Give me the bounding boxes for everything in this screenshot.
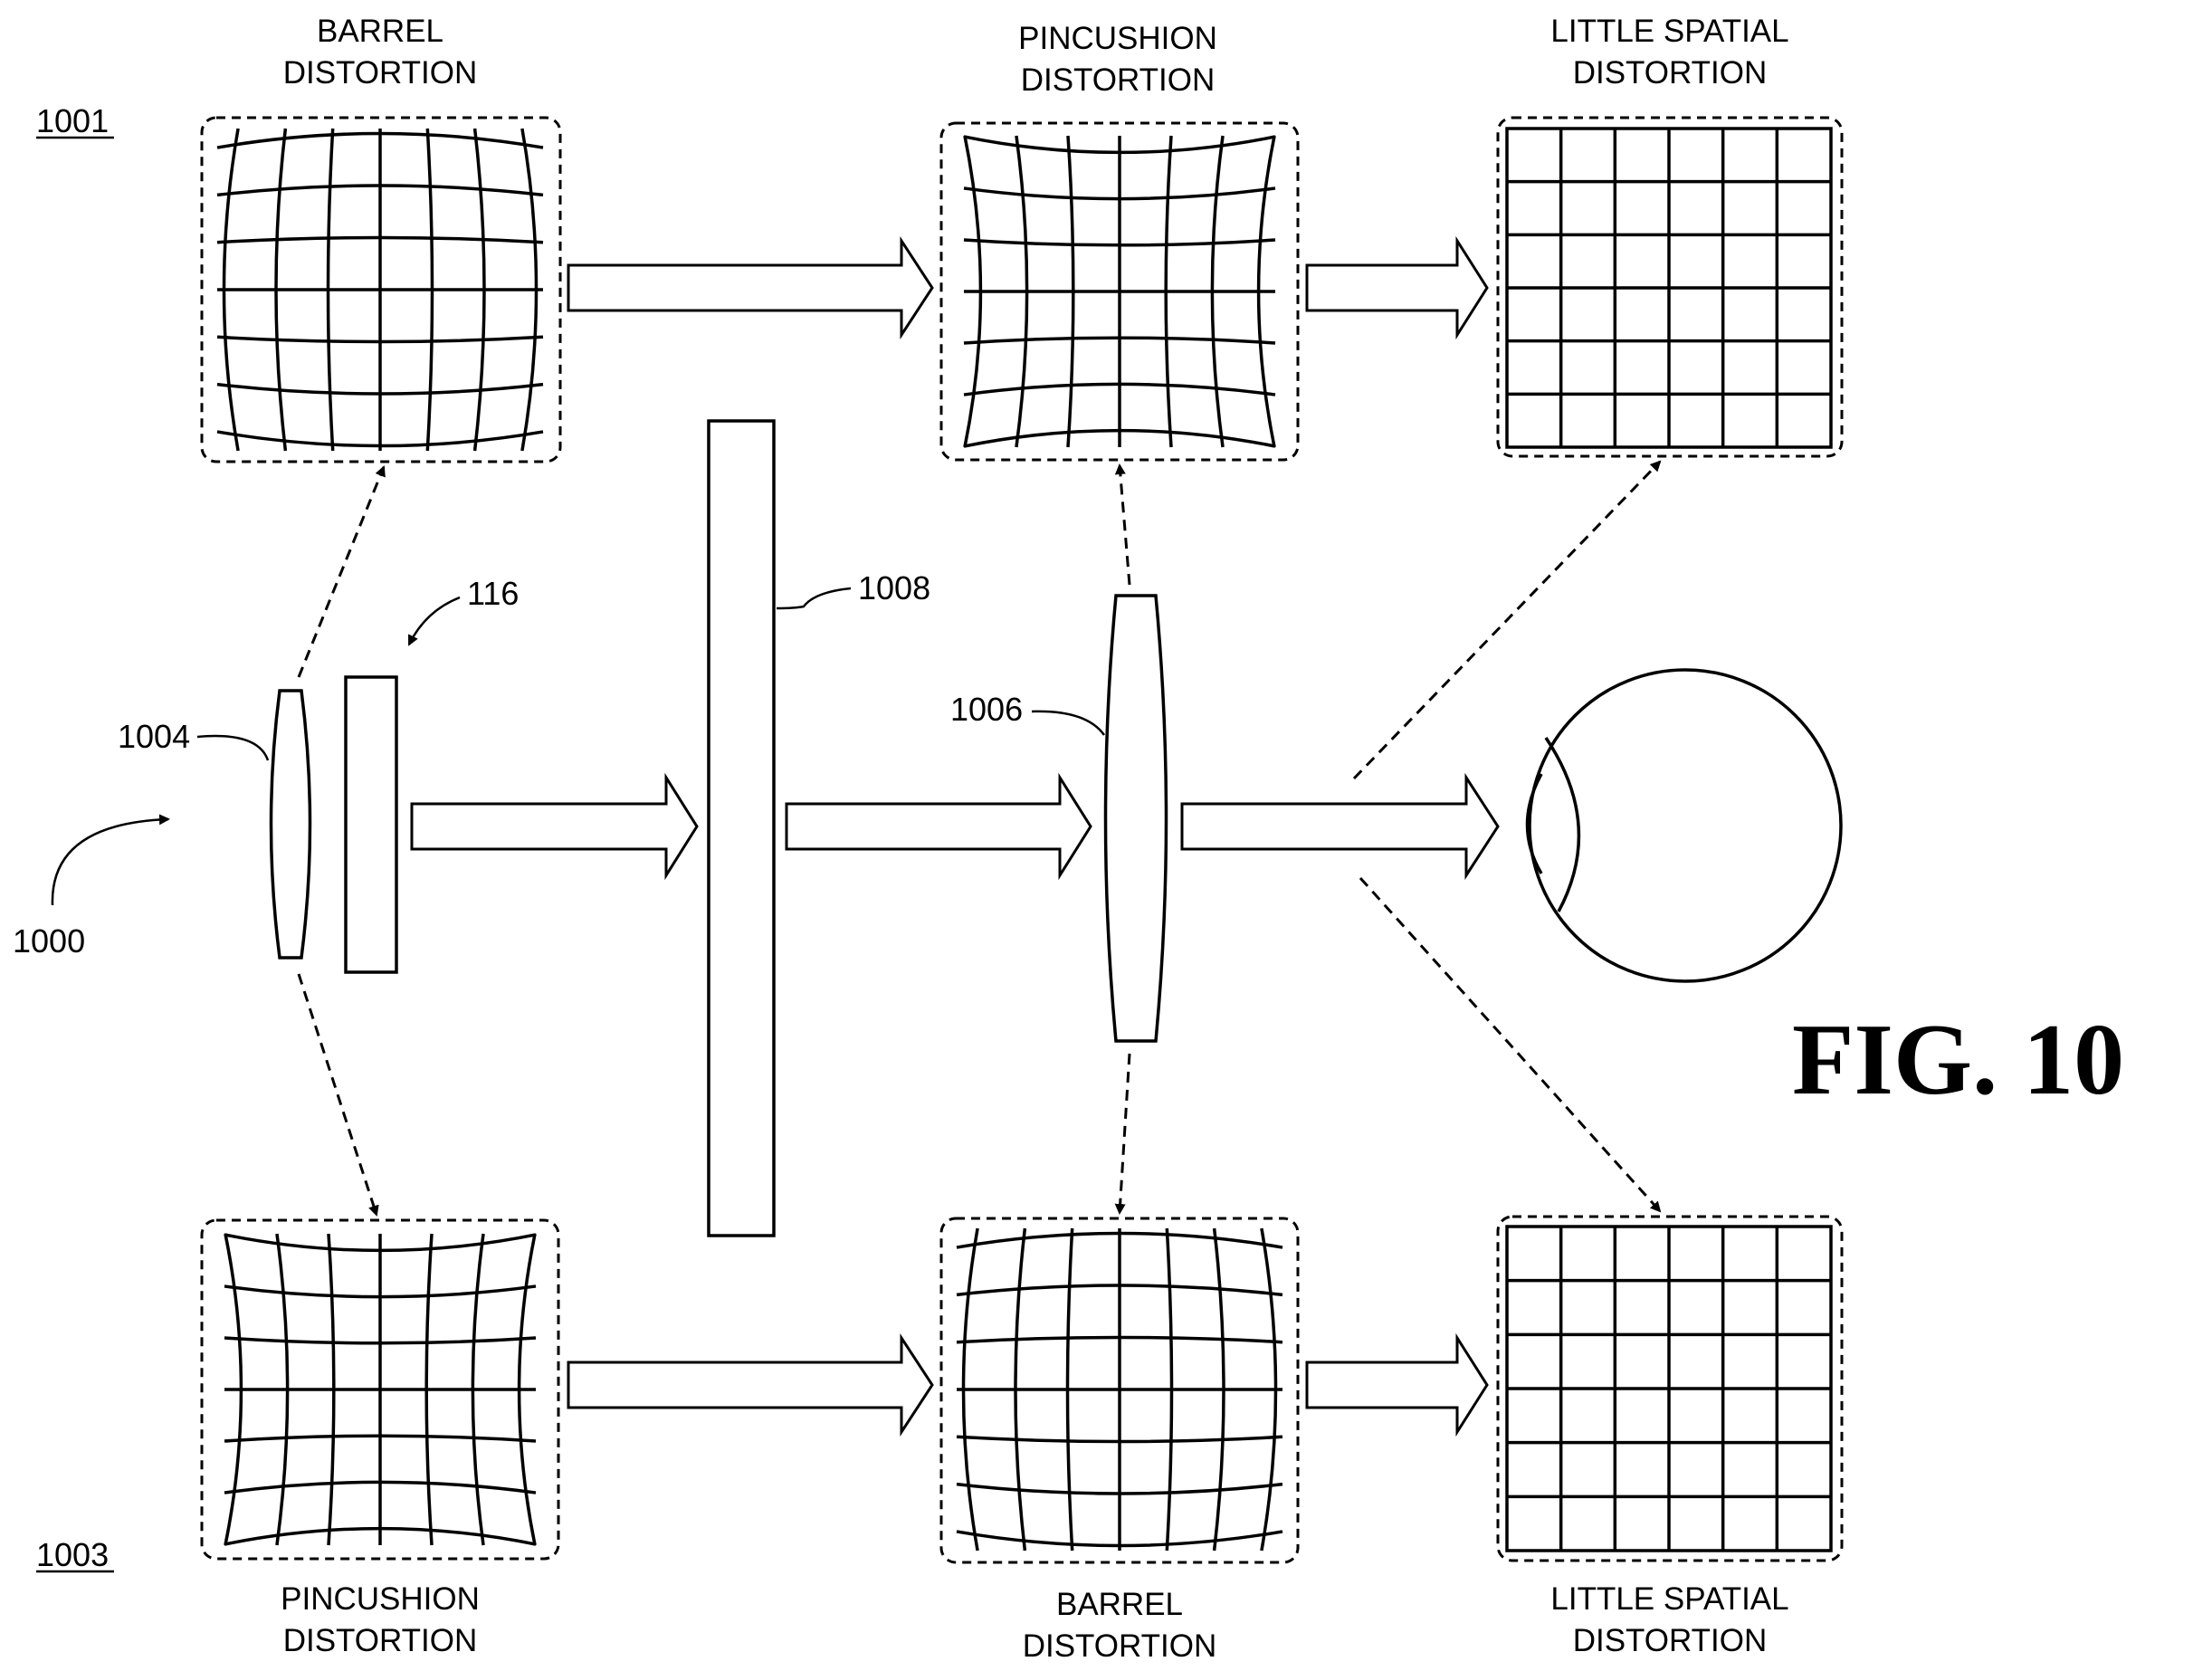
caption-bottom-right-1: LITTLE SPATIAL bbox=[1550, 1581, 1788, 1617]
ref-display: 116 bbox=[467, 575, 519, 612]
arrow-lens-to-eye bbox=[1182, 778, 1498, 875]
barrel-grid-bottom bbox=[957, 1228, 1282, 1551]
ref-system: 1000 bbox=[13, 922, 85, 960]
caption-bottom-left-2: DISTORTION bbox=[283, 1623, 478, 1658]
lens-1004 bbox=[272, 691, 310, 958]
ref-waveguide: 1008 bbox=[858, 569, 930, 606]
caption-bottom-left-1: PINCUSHION bbox=[281, 1581, 480, 1617]
arrow-waveguide-to-lens bbox=[787, 778, 1091, 875]
rectilinear-grid-bottom bbox=[1507, 1227, 1831, 1551]
caption-top-middle-2: DISTORTION bbox=[1021, 62, 1216, 98]
caption-top-right-2: DISTORTION bbox=[1573, 55, 1768, 91]
ray-lens1004-to-top-left bbox=[299, 467, 384, 677]
lens-1006 bbox=[1106, 596, 1167, 1041]
ref-lens-small: 1004 bbox=[118, 718, 190, 755]
ray-lens1004-to-bottom-left bbox=[299, 974, 377, 1215]
ref-system-leader bbox=[52, 819, 168, 905]
waveguide-1008 bbox=[709, 421, 774, 1236]
arrow-bottom-middle-to-right bbox=[1307, 1338, 1487, 1432]
ref-lens-small-leader bbox=[197, 736, 268, 760]
caption-bottom-middle-1: BARREL bbox=[1056, 1587, 1183, 1622]
caption-top-left-2: DISTORTION bbox=[283, 55, 478, 91]
caption-top-left-1: BARREL bbox=[317, 14, 443, 49]
rectilinear-grid-top bbox=[1507, 129, 1831, 447]
ref-lens-large: 1006 bbox=[950, 691, 1023, 728]
caption-bottom-middle-2: DISTORTION bbox=[1023, 1628, 1217, 1664]
row-label-top: 1001 bbox=[36, 102, 109, 139]
ray-lens1006-to-top-middle bbox=[1120, 465, 1130, 585]
arrow-top-left-to-middle bbox=[568, 241, 932, 335]
pincushion-grid-bottom bbox=[224, 1234, 536, 1545]
ray-lens1006-to-bottom-middle bbox=[1120, 1054, 1130, 1213]
figure-title: FIG. 10 bbox=[1792, 1004, 2124, 1116]
pincushion-grid-top bbox=[964, 136, 1275, 447]
arrow-bottom-left-to-middle bbox=[568, 1338, 932, 1432]
ref-waveguide-leader bbox=[777, 588, 851, 608]
ref-lens-large-leader bbox=[1032, 711, 1104, 735]
eye-icon bbox=[1528, 670, 1842, 981]
caption-top-right-1: LITTLE SPATIAL bbox=[1550, 14, 1788, 49]
barrel-grid-top bbox=[217, 129, 543, 451]
arrow-top-middle-to-right bbox=[1307, 241, 1487, 335]
caption-bottom-right-2: DISTORTION bbox=[1573, 1623, 1768, 1658]
ref-display-leader bbox=[409, 597, 460, 645]
arrow-display-to-waveguide bbox=[412, 778, 697, 875]
row-label-bottom: 1003 bbox=[36, 1536, 109, 1573]
display-116 bbox=[346, 677, 396, 972]
caption-top-middle-1: PINCUSHION bbox=[1018, 21, 1217, 56]
